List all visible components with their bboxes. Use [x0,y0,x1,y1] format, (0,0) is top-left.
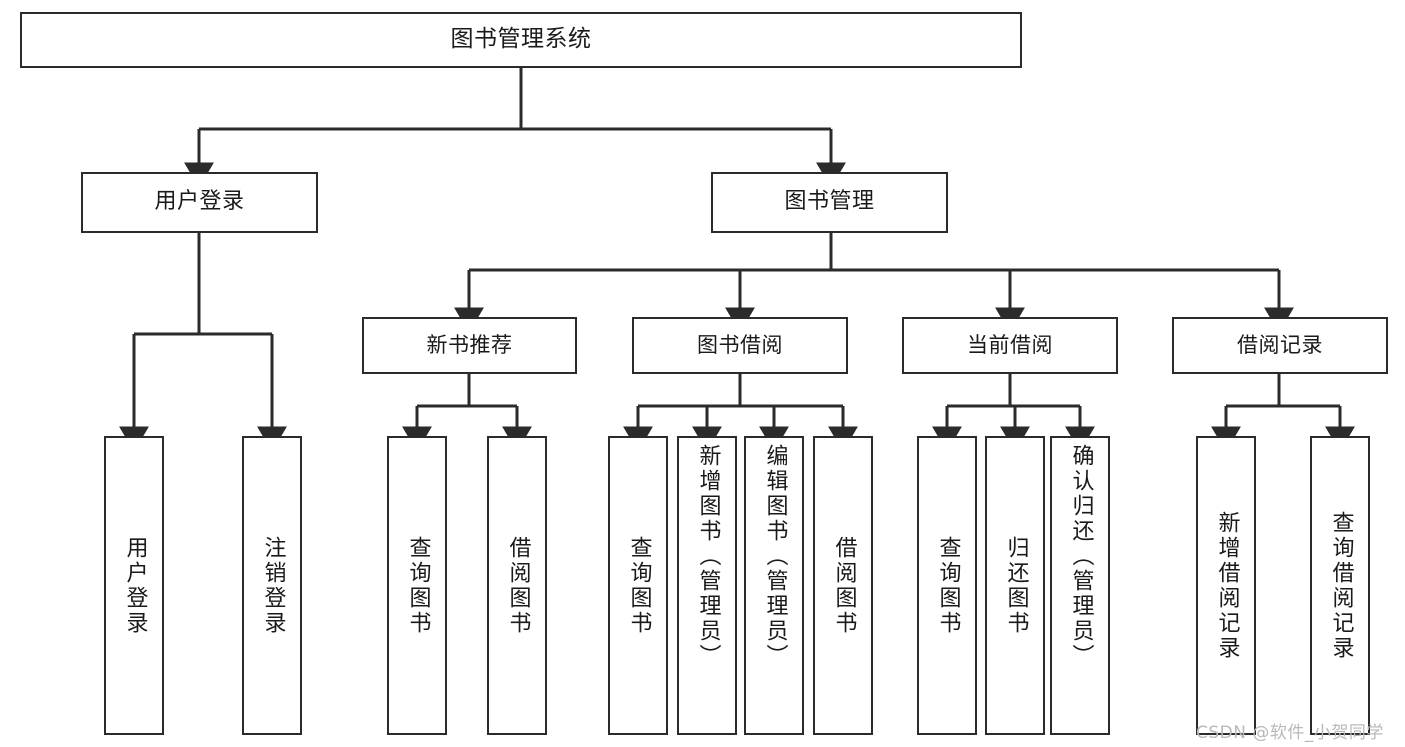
node-label: 用户登录 [154,189,245,215]
node-label: 借阅记录 [1237,333,1323,358]
node-label: 编辑图书（管理员） [762,444,788,669]
node-leaf-add-borrow-record[interactable]: 新增借阅记录 [1196,436,1256,735]
node-leaf-query-book-current[interactable]: 查询图书 [917,436,977,735]
node-leaf-query-borrow-record[interactable]: 查询借阅记录 [1310,436,1370,735]
csdn-watermark: CSDN @软件_小贺同学 [1196,723,1384,743]
node-leaf-return-book[interactable]: 归还图书 [985,436,1045,735]
node-root[interactable]: 图书管理系统 [20,12,1022,68]
node-label: 确认归还（管理员） [1068,444,1094,669]
node-label: 查询图书 [405,535,431,636]
node-label: 借阅图书 [831,535,857,636]
node-borrow-records[interactable]: 借阅记录 [1172,317,1388,374]
node-leaf-query-book-borrow[interactable]: 查询图书 [608,436,668,735]
node-leaf-confirm-return-admin[interactable]: 确认归还（管理员） [1050,436,1110,735]
node-label: 图书管理系统 [450,26,592,53]
node-label: 查询借阅记录 [1328,510,1354,661]
node-leaf-borrow-book[interactable]: 借阅图书 [813,436,873,735]
node-current-borrow[interactable]: 当前借阅 [902,317,1118,374]
node-label: 图书借阅 [697,333,783,358]
node-label: 归还图书 [1003,535,1029,636]
node-leaf-borrow-book-recommend[interactable]: 借阅图书 [487,436,547,735]
node-new-book-recommend[interactable]: 新书推荐 [362,317,577,374]
node-user-login[interactable]: 用户登录 [81,172,318,233]
node-label: 查询图书 [935,535,961,636]
node-label: 借阅图书 [505,535,531,636]
node-leaf-edit-book-admin[interactable]: 编辑图书（管理员） [744,436,804,735]
node-label: 新书推荐 [426,333,513,358]
node-label: 图书管理 [784,189,875,215]
node-label: 注销登录 [260,535,286,636]
node-leaf-query-book-recommend[interactable]: 查询图书 [387,436,447,735]
node-label: 当前借阅 [967,333,1053,358]
node-leaf-user-login[interactable]: 用户登录 [104,436,164,735]
node-label: 新增图书（管理员） [695,444,721,669]
node-leaf-add-book-admin[interactable]: 新增图书（管理员） [677,436,737,735]
node-book-borrow[interactable]: 图书借阅 [632,317,848,374]
node-label: 新增借阅记录 [1214,510,1240,661]
node-leaf-logout[interactable]: 注销登录 [242,436,302,735]
node-label: 用户登录 [122,535,148,636]
node-label: 查询图书 [626,535,652,636]
node-book-management[interactable]: 图书管理 [711,172,948,233]
